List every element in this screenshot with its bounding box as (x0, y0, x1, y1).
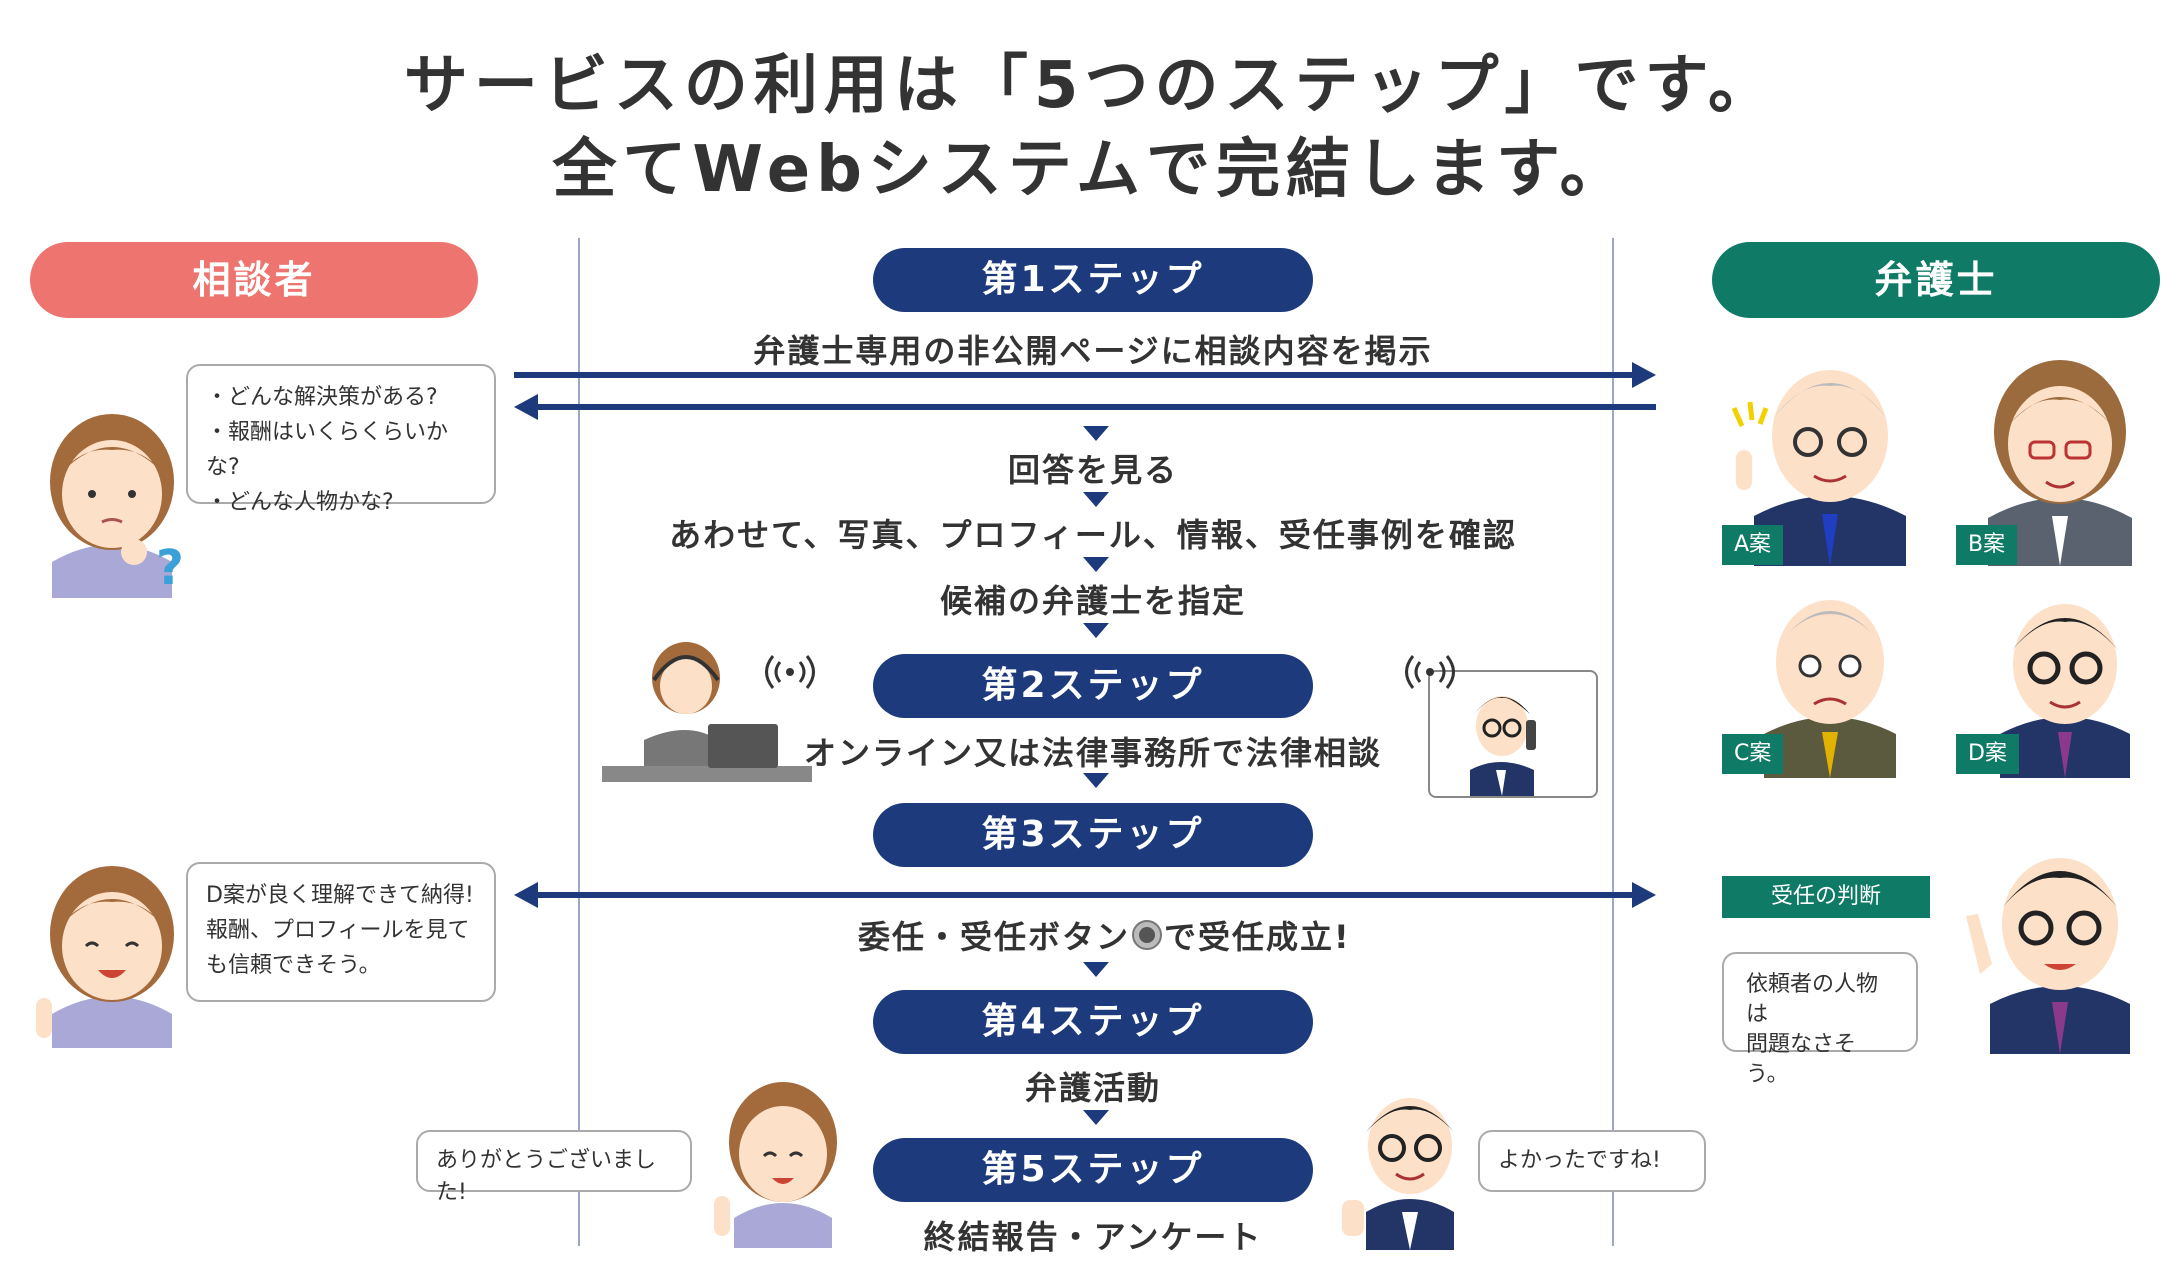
lawyer-a-avatar-icon (1731, 370, 1906, 566)
lawyer-judgement-bubble: 依頼者の人物は 問題なさそう。 (1722, 952, 1918, 1087)
step-4-text: 弁護活動 (1024, 1069, 1161, 1107)
client-questions-bubble: ・どんな解決策がある? ・報酬はいくらくらいかな? ・どんな人物かな? (186, 364, 496, 515)
down-arrow-3 (1083, 557, 1109, 572)
lawyer-c-avatar-icon (1764, 600, 1896, 778)
client-satisfied-2: 報酬、プロフィールを見て (206, 918, 470, 943)
down-arrow-7 (1083, 1110, 1109, 1125)
step-2-badge: 第2ステップ (873, 654, 1313, 718)
lawyer-b-avatar-icon (1988, 360, 2132, 566)
question-mark-icon: ? (156, 540, 184, 596)
lawyer-judgement-2: 問題なさそう。 (1746, 1032, 1857, 1087)
lawyer-thumbsup-icon (1342, 1098, 1454, 1250)
client-question-2: ・報酬はいくらくらいかな? (206, 420, 449, 480)
tag-b: B案 (1956, 525, 2018, 565)
down-arrow-4 (1083, 623, 1109, 638)
lawyer-judgement-1: 依頼者の人物は (1746, 972, 1879, 1027)
step-2-text: オンライン又は法律事務所で法律相談 (803, 734, 1382, 772)
step-3-text-b: で受任成立! (1164, 918, 1351, 956)
right-divider (1612, 238, 1614, 1246)
step-3-badge: 第3ステップ (873, 803, 1313, 867)
lawyer-pointing-icon (1966, 858, 2130, 1054)
lawyer-video-frame (1428, 670, 1598, 798)
client-thinking-woman-icon (50, 414, 174, 598)
signal-left-icon (765, 655, 815, 689)
client-thanks-bubble: ありがとうございました! (416, 1130, 692, 1205)
step-3-text-a: 委任・受任ボタン (858, 918, 1131, 956)
step-1-badge: 第1ステップ (873, 248, 1313, 312)
judgement-label: 受任の判断 (1722, 876, 1930, 918)
step-4-badge: 第4ステップ (873, 990, 1313, 1054)
view-answer-text: 回答を見る (1007, 451, 1178, 489)
tag-d: D案 (1956, 734, 2019, 774)
down-arrow-6 (1083, 962, 1109, 977)
step-5-text: 終結報告・アンケート (923, 1218, 1263, 1256)
client-role-label: 相談者 (30, 242, 478, 318)
accept-button-icon (1130, 918, 1164, 950)
down-arrow-1 (1083, 426, 1109, 441)
exchange-arrows (514, 362, 1656, 420)
step-1-text: 弁護士専用の非公開ページに相談内容を掲示 (753, 332, 1433, 370)
client-thanks-text: ありがとうございました! (436, 1148, 657, 1205)
page-title-line1: サービスの利用は「5つのステップ」です。 (403, 49, 1779, 123)
lawyer-d-avatar-icon (2000, 604, 2130, 778)
consent-arrow (514, 882, 1656, 908)
client-satisfied-bubble: D案が良く理解できて納得! 報酬、プロフィールを見て も信頼できそう。 (186, 862, 496, 1002)
step-3-text: 委任・受任ボタンで受任成立! (858, 912, 1349, 956)
client-question-1: ・どんな解決策がある? (206, 385, 438, 410)
client-satisfied-3: も信頼できそう。 (206, 953, 381, 978)
lawyer-reply-text: よかったですね! (1498, 1148, 1661, 1173)
designate-text: 候補の弁護士を指定 (939, 582, 1246, 620)
client-satisfied-1: D案が良く理解できて納得! (206, 883, 474, 908)
lawyer-role-label: 弁護士 (1712, 242, 2160, 318)
confirm-text: あわせて、写真、プロフィール、情報、受任事例を確認 (669, 516, 1517, 554)
client-smiling-woman-icon (36, 866, 174, 1048)
lawyer-phone-icon (1470, 696, 1536, 796)
lawyer-reply-bubble: よかったですね! (1478, 1130, 1706, 1192)
tag-a: A案 (1722, 525, 1784, 565)
down-arrow-2 (1083, 492, 1109, 507)
tag-c: C案 (1722, 734, 1784, 774)
down-arrow-5 (1083, 773, 1109, 788)
step-5-badge: 第5ステップ (873, 1138, 1313, 1202)
signal-right-icon (1405, 655, 1455, 689)
client-question-3: ・どんな人物かな? (206, 490, 394, 515)
client-waving-woman-icon (714, 1082, 837, 1248)
operator-headset-laptop-icon (602, 642, 812, 782)
page-title-line2: 全てWebシステムで完結します。 (552, 133, 1630, 207)
left-divider (578, 238, 580, 1246)
